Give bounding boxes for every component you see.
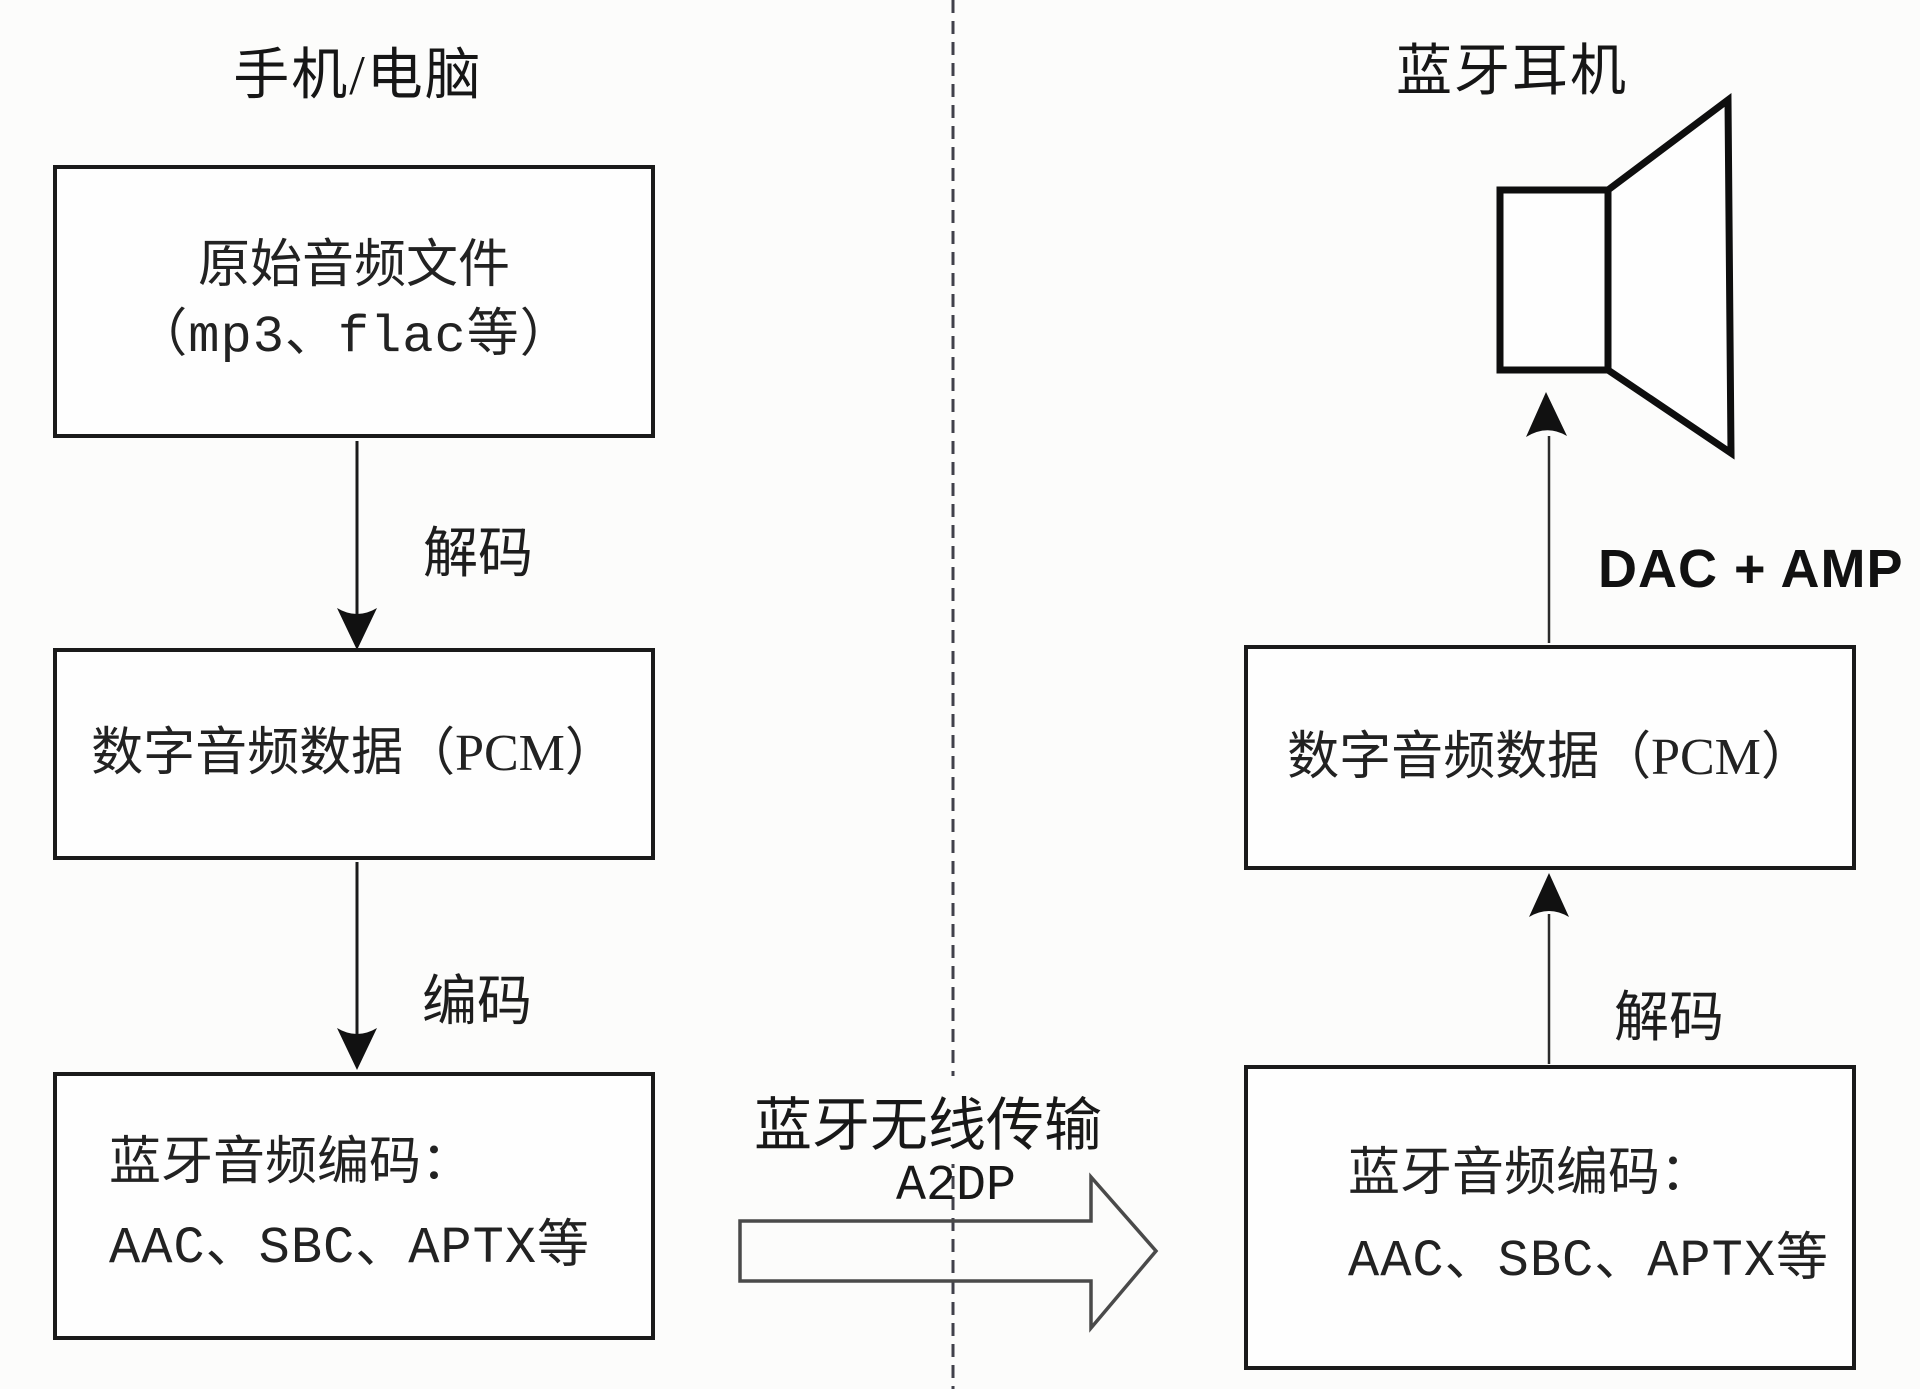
codec-right-line1: 蓝牙音频编码： xyxy=(1348,1144,1713,1202)
right-panel-title: 蓝牙耳机 xyxy=(1396,41,1628,103)
pcm-box-left: 数字音频数据（PCM） xyxy=(53,648,655,860)
source-audio-line1: 原始音频文件 xyxy=(197,236,510,294)
dac-arrow-icon xyxy=(1526,392,1567,643)
pcm-left-line1: 数字音频数据（PCM） xyxy=(91,725,617,782)
a2dp-label: A2DP xyxy=(896,1158,1017,1215)
codec-left-line2: AAC、SBC、APTX等 xyxy=(109,1219,591,1278)
pcm-right-line1: 数字音频数据（PCM） xyxy=(1287,728,1813,786)
codec-right-line2: AAC、SBC、APTX等 xyxy=(1348,1231,1830,1291)
codec-box-right: 蓝牙音频编码： AAC、SBC、APTX等 xyxy=(1244,1065,1856,1370)
decode-arrow-icon xyxy=(337,441,377,650)
left-panel-title: 手机/电脑 xyxy=(233,45,483,107)
encode-label: 编码 xyxy=(422,971,533,1032)
decode-label-left: 解码 xyxy=(423,523,534,584)
source-audio-box: 原始音频文件 （mp3、flac等） xyxy=(53,165,655,438)
decode-arrow-right-icon xyxy=(1529,873,1569,1064)
codec-box-left: 蓝牙音频编码： AAC、SBC、APTX等 xyxy=(53,1072,655,1340)
encode-arrow-icon xyxy=(337,862,377,1070)
speaker-icon xyxy=(1496,93,1735,460)
dac-amp-label: DAC + AMP xyxy=(1598,539,1904,599)
right-block-arrow-icon xyxy=(738,1172,1159,1333)
pcm-box-right: 数字音频数据（PCM） xyxy=(1244,645,1856,870)
wireless-transfer-label: 蓝牙无线传输 xyxy=(748,1076,1109,1164)
decode-label-right: 解码 xyxy=(1614,987,1725,1048)
codec-left-line1: 蓝牙音频编码： xyxy=(109,1134,474,1191)
source-audio-line2: （mp3、flac等） xyxy=(135,307,573,367)
